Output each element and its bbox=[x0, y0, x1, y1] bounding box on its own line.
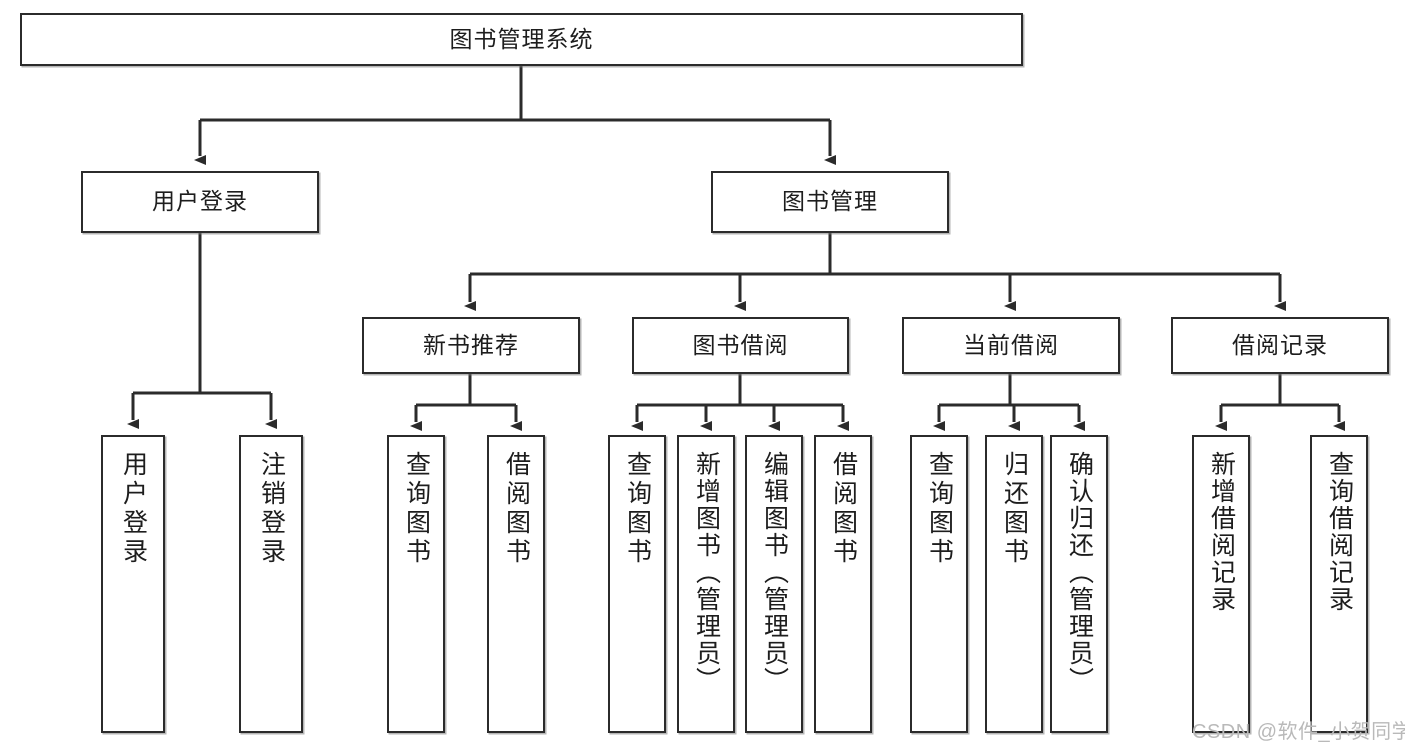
node-root-label: 图书管理系统 bbox=[449, 25, 594, 52]
leaf-edit-book-admin-label: 编辑图书（管理员） bbox=[760, 451, 789, 694]
node-user-login[interactable]: 用户登录 bbox=[81, 171, 319, 233]
leaf-user-login-label: 用户登录 bbox=[119, 451, 148, 567]
leaf-confirm-return-admin-label: 确认归还（管理员） bbox=[1065, 451, 1094, 694]
node-book-borrow-label: 图书借阅 bbox=[692, 331, 789, 358]
leaf-add-borrow-record-label: 新增借阅记录 bbox=[1207, 451, 1236, 613]
leaf-query-book-current[interactable]: 查询图书 bbox=[910, 435, 968, 733]
node-book-management[interactable]: 图书管理 bbox=[711, 171, 949, 233]
node-new-book-recommend[interactable]: 新书推荐 bbox=[362, 317, 580, 374]
leaf-query-book-newbook[interactable]: 查询图书 bbox=[387, 435, 445, 733]
leaf-return-book[interactable]: 归还图书 bbox=[985, 435, 1043, 733]
leaf-borrow-book-newbook[interactable]: 借阅图书 bbox=[487, 435, 545, 733]
leaf-query-book-borrow[interactable]: 查询图书 bbox=[608, 435, 666, 733]
leaf-borrow-book[interactable]: 借阅图书 bbox=[814, 435, 872, 733]
node-new-book-recommend-label: 新书推荐 bbox=[423, 331, 519, 358]
leaf-user-login[interactable]: 用户登录 bbox=[101, 435, 165, 733]
leaf-return-book-label: 归还图书 bbox=[1000, 451, 1029, 567]
node-book-borrow[interactable]: 图书借阅 bbox=[632, 317, 849, 374]
watermark: CSDN @软件_小贺同学 bbox=[1192, 721, 1405, 743]
leaf-confirm-return-admin[interactable]: 确认归还（管理员） bbox=[1050, 435, 1108, 733]
leaf-borrow-book-label: 借阅图书 bbox=[829, 451, 858, 567]
leaf-borrow-book-newbook-label: 借阅图书 bbox=[502, 451, 531, 567]
leaf-edit-book-admin[interactable]: 编辑图书（管理员） bbox=[745, 435, 803, 733]
leaf-query-book-borrow-label: 查询图书 bbox=[623, 451, 652, 567]
leaf-add-borrow-record[interactable]: 新增借阅记录 bbox=[1192, 435, 1250, 733]
leaf-logout-login[interactable]: 注销登录 bbox=[239, 435, 303, 733]
leaf-add-book-admin-label: 新增图书（管理员） bbox=[692, 451, 721, 694]
leaf-query-borrow-record[interactable]: 查询借阅记录 bbox=[1310, 435, 1368, 733]
node-book-management-label: 图书管理 bbox=[782, 188, 878, 215]
node-borrow-record[interactable]: 借阅记录 bbox=[1171, 317, 1389, 374]
node-borrow-record-label: 借阅记录 bbox=[1232, 331, 1328, 358]
leaf-query-book-newbook-label: 查询图书 bbox=[402, 451, 431, 567]
node-current-borrow-label: 当前借阅 bbox=[963, 331, 1059, 358]
node-root[interactable]: 图书管理系统 bbox=[20, 13, 1023, 66]
node-current-borrow[interactable]: 当前借阅 bbox=[902, 317, 1120, 374]
leaf-logout-login-label: 注销登录 bbox=[257, 451, 286, 567]
leaf-query-book-current-label: 查询图书 bbox=[925, 451, 954, 567]
leaf-add-book-admin[interactable]: 新增图书（管理员） bbox=[677, 435, 735, 733]
leaf-query-borrow-record-label: 查询借阅记录 bbox=[1325, 451, 1354, 613]
node-user-login-label: 用户登录 bbox=[152, 188, 248, 215]
